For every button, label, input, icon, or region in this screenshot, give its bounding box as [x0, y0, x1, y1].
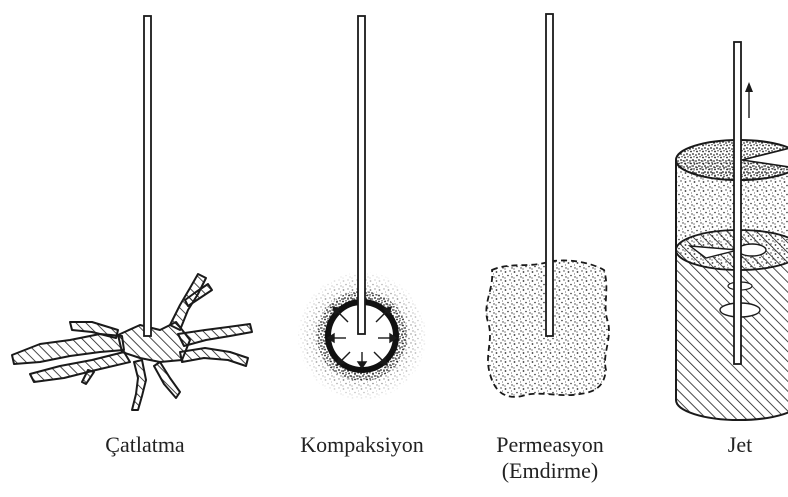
injection-rod: [546, 14, 553, 336]
jet-rod: [734, 42, 741, 364]
label-permeasyon: Permeasyon: [470, 432, 630, 458]
panel-kompaksiyon: [296, 16, 428, 402]
injection-rod: [144, 16, 151, 336]
panel-catlatma: [12, 16, 252, 410]
label-catlatma: Çatlatma: [70, 432, 220, 458]
fracture-veins: [12, 274, 252, 410]
withdraw-arrow-icon: [745, 82, 753, 118]
label-emdirme: (Emdirme): [470, 458, 630, 484]
label-kompaksiyon: Kompaksiyon: [282, 432, 442, 458]
panel-jet: [676, 42, 788, 420]
label-jet: Jet: [710, 432, 770, 458]
panel-permeasyon: [486, 14, 609, 397]
jet-column-lower: [676, 250, 788, 420]
injection-rod: [358, 16, 365, 334]
